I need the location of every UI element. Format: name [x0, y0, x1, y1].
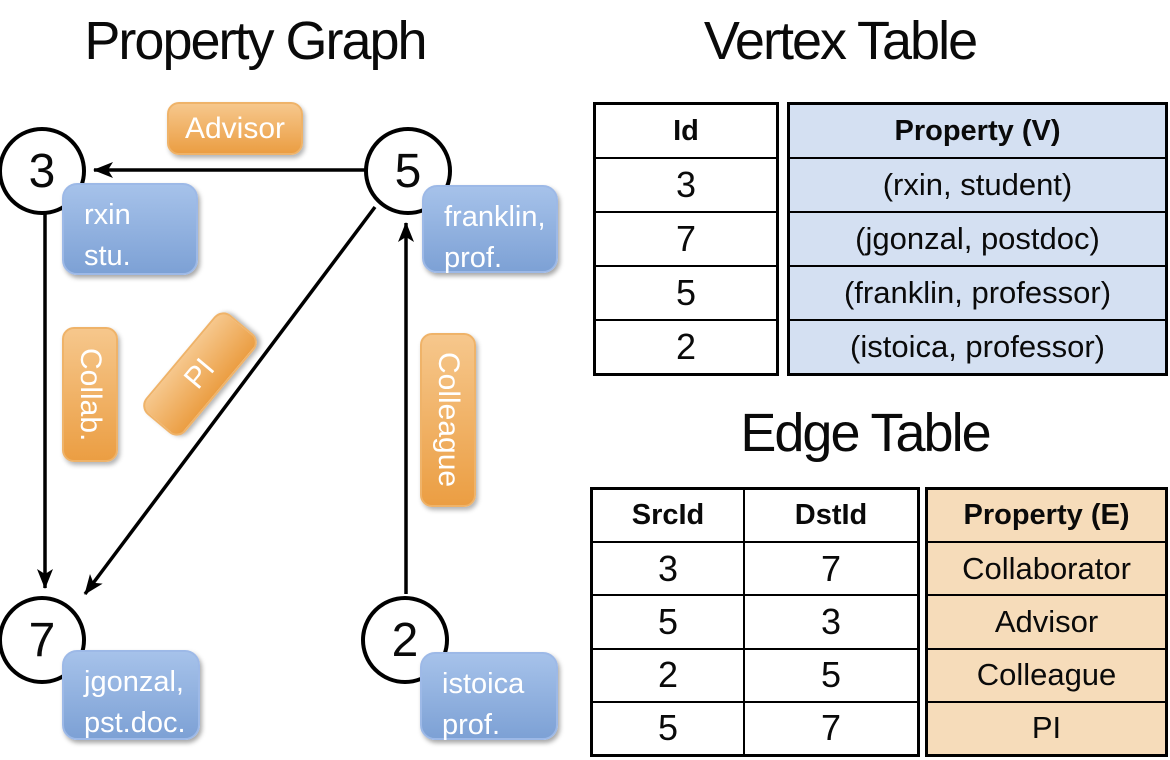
vertex-property-cell: (jgonzal, postdoc): [790, 211, 1165, 265]
edge-label-collab: Collab.: [62, 327, 118, 462]
vertex-id-cell: 7: [675, 218, 697, 259]
edge-table-title: Edge Table: [740, 403, 991, 463]
vertex-id: 3: [28, 144, 56, 198]
table-row: 7: [596, 211, 776, 265]
vertex-property-line: prof.: [442, 709, 501, 741]
table-row: 5: [596, 265, 776, 319]
vertex-property-line: franklin,: [444, 201, 546, 233]
vertex-property-box-rxin: rxin stu.: [62, 183, 198, 275]
edge-dst-cell: 3: [820, 601, 842, 642]
vertex-id: 2: [391, 613, 419, 667]
edge-src-cell: 5: [657, 601, 679, 642]
edge-table-id-columns: SrcId DstId 3 7 5 3 2 5 5 7: [590, 487, 920, 757]
edge-src-cell: 3: [657, 547, 679, 589]
edge-table-dst-header: DstId: [794, 499, 868, 532]
vertex-property-line: prof.: [444, 242, 503, 274]
edge-dst-cell: 7: [820, 707, 842, 749]
edge-pi-arrow: [83, 205, 377, 596]
vertex-property-box-jgonzal: jgonzal, pst.doc.: [62, 650, 200, 740]
vertex-node-5: 5: [364, 127, 452, 215]
vertex-property-cell: (istoica, professor): [790, 319, 1165, 373]
vertex-id: 5: [394, 144, 422, 198]
edge-property-cell: Collaborator: [928, 541, 1165, 594]
property-graph-title: Property Graph: [84, 11, 427, 71]
vertex-id-cell: 5: [675, 272, 697, 313]
edge-dst-cell: 7: [820, 547, 842, 589]
graph-edges-svg: [37, 162, 414, 596]
table-row: 2: [596, 319, 776, 373]
edge-table-property-column: Property (E) Collaborator Advisor Collea…: [925, 487, 1168, 757]
vertex-property-line: pst.doc.: [84, 707, 186, 739]
vertex-property-box-franklin: franklin, prof.: [422, 185, 558, 274]
vertex-table-id-column: Id 3 7 5 2: [593, 102, 779, 376]
table-row: 3: [596, 157, 776, 211]
edge-label-colleague: Colleague: [420, 333, 476, 507]
edge-src-cell: 2: [657, 654, 679, 696]
vertex-property-cell: (rxin, student): [790, 157, 1165, 211]
vertex-property-cell: (franklin, professor): [790, 265, 1165, 319]
edge-src-cell: 5: [657, 707, 679, 749]
vertex-property-line: istoica: [442, 668, 525, 700]
edge-table-property-header: Property (E): [963, 499, 1130, 532]
table-row: SrcId DstId: [593, 490, 917, 542]
vertex-property-box-istoica: istoica prof.: [420, 652, 558, 741]
edge-label-advisor: Advisor: [167, 102, 303, 155]
vertex-property-line: jgonzal,: [84, 666, 184, 698]
edge-property-cell: Colleague: [928, 647, 1165, 701]
edge-dst-cell: 5: [820, 654, 842, 696]
vertex-table-property-header: Property (V): [894, 114, 1061, 147]
vertex-id-cell: 2: [675, 326, 697, 367]
vertex-id: 7: [28, 613, 56, 667]
vertex-id-cell: 3: [675, 164, 697, 205]
table-row: 2 5: [593, 647, 917, 701]
vertex-node-2: 2: [361, 596, 449, 684]
vertex-property-line: rxin: [84, 199, 131, 231]
vertex-table-title: Vertex Table: [703, 11, 978, 71]
vertex-property-line: stu.: [84, 240, 131, 272]
vertex-table-property-column: Property (V) (rxin, student) (jgonzal, p…: [787, 102, 1168, 376]
table-row: 3 7: [593, 541, 917, 595]
edge-table-src-header: SrcId: [631, 499, 705, 532]
edge-property-cell: Advisor: [928, 594, 1165, 647]
edge-property-cell: PI: [928, 700, 1165, 754]
vertex-table-id-header: Id: [673, 114, 699, 147]
table-row: 5 3: [593, 594, 917, 648]
table-row: 5 7: [593, 700, 917, 755]
